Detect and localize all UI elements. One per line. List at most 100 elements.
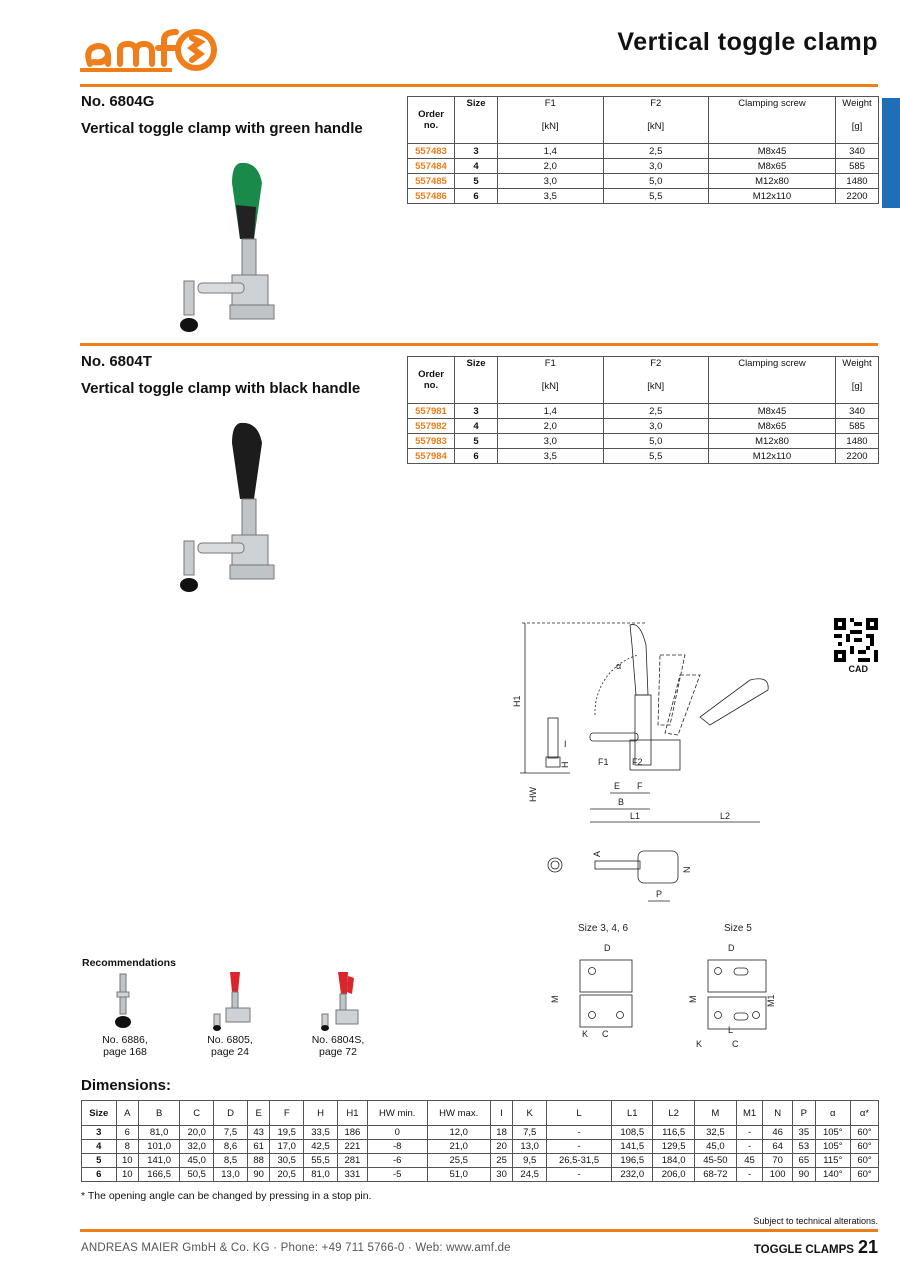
dims-col-header: B [137, 1100, 181, 1126]
header-divider [80, 84, 878, 87]
dims-cell: 88 [246, 1153, 271, 1168]
black-handle [232, 422, 262, 499]
svg-text:D: D [604, 943, 611, 953]
dims-cell: 9,5 [512, 1153, 548, 1168]
svg-text:L2: L2 [720, 811, 730, 821]
svg-text:Size 5: Size 5 [724, 923, 752, 934]
col-f2: F2[kN] [602, 96, 709, 144]
recommendation-item[interactable]: No. 6886, page 168 [102, 1034, 148, 1058]
dims-cell: 55,5 [303, 1153, 338, 1168]
dims-cell: 81,0 [303, 1167, 338, 1182]
svg-text:B: B [618, 797, 624, 807]
product-number: No. 6804T [81, 353, 152, 370]
section-name: TOGGLE CLAMPS [753, 1244, 854, 1256]
dims-cell: 81,0 [137, 1125, 181, 1140]
rec-image-6804s [321, 972, 359, 1031]
dims-cell: 10 [115, 1153, 139, 1168]
col-size: Size [454, 356, 498, 404]
subject-note: Subject to technical alterations. [753, 1216, 878, 1226]
svg-text:A: A [592, 851, 602, 857]
dims-cell: 141,0 [137, 1153, 181, 1168]
dims-col-header: I [489, 1100, 514, 1126]
dims-col-header: L1 [611, 1100, 654, 1126]
dims-cell: - [546, 1139, 613, 1154]
dims-cell: 30 [489, 1167, 514, 1182]
table-row: 557984 6 3,5 5,5 M12x110 2200 [407, 448, 879, 464]
dims-col-header: M1 [735, 1100, 764, 1126]
col-f2: F2[kN] [602, 356, 709, 404]
dims-cell: 20 [489, 1139, 514, 1154]
dims-cell: 13,0 [213, 1167, 248, 1182]
dims-cell: 7,5 [213, 1125, 248, 1140]
dims-cell: 17,0 [269, 1139, 305, 1154]
table-row: 557982 4 2,0 3,0 M8x65 585 [407, 418, 879, 434]
dims-cell: 105° [814, 1139, 852, 1154]
clamp-black-image [180, 422, 275, 592]
dims-col-header: HW min. [366, 1100, 428, 1126]
order-number[interactable]: 557485 [407, 173, 455, 189]
svg-text:L1: L1 [630, 811, 640, 821]
dims-col-header: L [546, 1100, 613, 1126]
order-number[interactable]: 557483 [407, 143, 455, 159]
table-row: 557981 3 1,4 2,5 M8x45 340 [407, 403, 879, 419]
order-number[interactable]: 557484 [407, 158, 455, 174]
dims-cell: 6 [81, 1167, 117, 1182]
dims-col-header: HW max. [426, 1100, 491, 1126]
dims-cell: 53 [792, 1139, 816, 1154]
dims-cell: 26,5-31,5 [546, 1153, 613, 1168]
product-number: No. 6804G [81, 93, 155, 110]
dims-cell: 184,0 [652, 1153, 695, 1168]
dims-col-header: H [303, 1100, 338, 1126]
dims-cell: 90 [246, 1167, 271, 1182]
dims-cell: 108,5 [611, 1125, 654, 1140]
dims-cell: 101,0 [137, 1139, 181, 1154]
order-number[interactable]: 557486 [407, 188, 455, 204]
svg-text:F: F [637, 781, 643, 791]
svg-text:I: I [564, 739, 567, 749]
dims-cell: 6 [115, 1125, 139, 1140]
dims-cell: 186 [336, 1125, 368, 1140]
cad-label: CAD [848, 664, 869, 674]
dims-cell: 50,5 [179, 1167, 215, 1182]
order-number[interactable]: 557982 [407, 418, 455, 434]
product-description: Vertical toggle clamp with green handle [81, 120, 363, 137]
col-screw: Clamping screw [708, 356, 836, 404]
dims-cell: 65 [792, 1153, 816, 1168]
table-row: 557483 3 1,4 2,5 M8x45 340 [407, 143, 879, 159]
order-number[interactable]: 557983 [407, 433, 455, 449]
dims-cell: 45 [735, 1153, 764, 1168]
dims-cell: 12,0 [426, 1125, 491, 1140]
svg-text:E: E [614, 781, 620, 791]
order-number[interactable]: 557984 [407, 448, 455, 464]
page-number: 21 [857, 1237, 878, 1257]
dims-cell: 206,0 [652, 1167, 695, 1182]
svg-text:Size 3, 4, 6: Size 3, 4, 6 [578, 923, 628, 934]
col-order: Order no. [407, 96, 455, 144]
recommendation-item[interactable]: No. 6805, page 24 [207, 1034, 253, 1058]
col-weight: Weight[g] [835, 356, 879, 404]
dims-cell: - [546, 1125, 613, 1140]
col-f1: F1[kN] [497, 356, 604, 404]
svg-text:K: K [696, 1039, 702, 1049]
rec-image-6886 [115, 973, 131, 1028]
dims-cell: - [735, 1139, 764, 1154]
cad-qr-code-icon[interactable] [834, 618, 878, 662]
recommendation-item[interactable]: No. 6804S, page 72 [311, 1034, 365, 1058]
dims-cell: 221 [336, 1139, 368, 1154]
order-number[interactable]: 557981 [407, 403, 455, 419]
section-divider [80, 343, 878, 346]
dims-cell: 116,5 [652, 1125, 695, 1140]
dims-col-header: Size [81, 1100, 117, 1126]
dims-cell: - [735, 1125, 764, 1140]
svg-text:L: L [728, 1025, 733, 1035]
dims-cell: 8,6 [213, 1139, 248, 1154]
amf-logo [80, 29, 217, 72]
dims-cell: 140° [814, 1167, 852, 1182]
dims-cell: 45,0 [179, 1153, 215, 1168]
svg-text:C: C [732, 1039, 739, 1049]
dims-cell: 8,5 [213, 1153, 248, 1168]
page-title: Vertical toggle clamp [617, 28, 878, 56]
dims-cell: 60° [850, 1153, 879, 1168]
dimensions-title: Dimensions: [81, 1077, 172, 1094]
